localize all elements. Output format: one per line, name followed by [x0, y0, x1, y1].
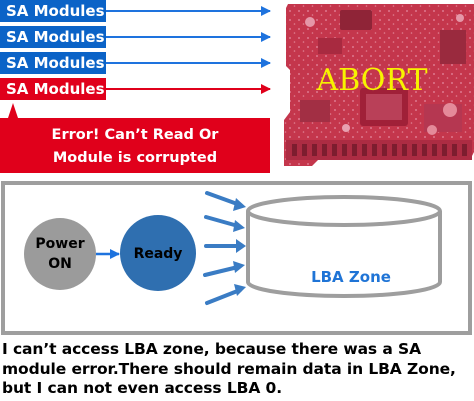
lba-zone-cylinder: LBA Zone: [246, 195, 442, 298]
power-on-node: Power ON: [24, 218, 96, 290]
ready-label: Ready: [134, 246, 183, 262]
sa-module-text-1: SA Modules: [6, 2, 105, 20]
lba-arrow-head-4: [233, 261, 245, 273]
lba-arrow-head-1: [233, 198, 246, 211]
explanation-caption: I can’t access LBA zone, because there w…: [2, 340, 456, 397]
lba-arrow-heads: [233, 198, 246, 296]
lba-arrow-4: [203, 265, 240, 277]
pcb-board-image: ABORT: [280, 0, 474, 172]
power-on-label-line-2: ON: [48, 256, 72, 272]
lba-arrow-1: [205, 191, 242, 207]
error-message-line-1: Error! Can’t Read Or: [52, 127, 220, 143]
lba-access-arrows: [203, 191, 242, 305]
sa-module-text-3: SA Modules: [6, 54, 105, 72]
lba-arrow-2: [204, 215, 240, 228]
sa-module-label-error: SA Modules: [0, 78, 106, 100]
lba-arrow-5: [205, 288, 242, 305]
sa-module-text-error: SA Modules: [6, 80, 105, 98]
ready-node: Ready: [120, 215, 196, 291]
lba-arrow-head-2: [233, 220, 245, 232]
sa-module-label-2: SA Modules: [0, 26, 106, 48]
error-callout: Error! Can’t Read Or Module is corrupted: [0, 103, 270, 173]
lba-arrow-head-3: [236, 239, 246, 253]
sa-module-label-3: SA Modules: [0, 52, 106, 74]
lba-zone-label: LBA Zone: [311, 268, 391, 286]
sa-module-label-1: SA Modules: [0, 0, 106, 22]
error-message-line-2: Module is corrupted: [53, 150, 217, 166]
power-on-label-line-1: Power: [35, 236, 84, 252]
abort-label: ABORT: [316, 63, 428, 98]
lba-arrow-head-5: [234, 284, 246, 296]
sa-module-text-2: SA Modules: [6, 28, 105, 46]
